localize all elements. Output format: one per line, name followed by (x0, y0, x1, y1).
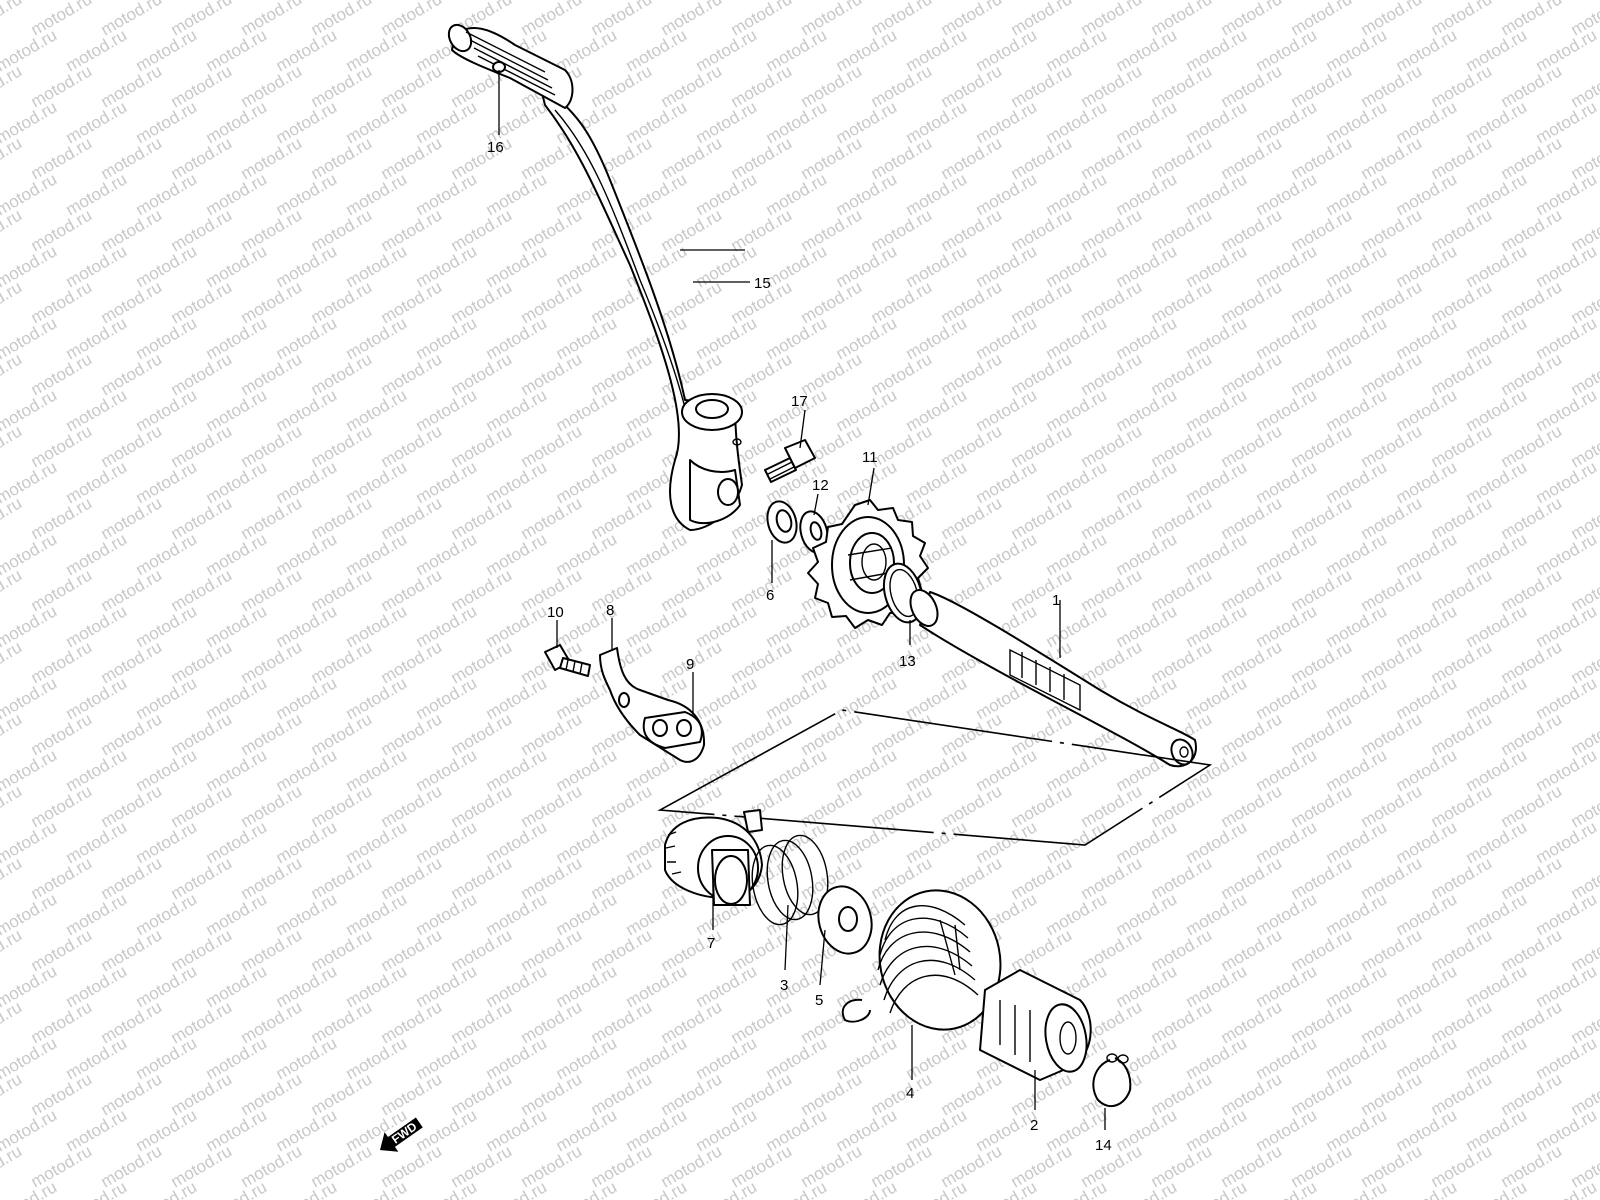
callout-15: 15 (754, 275, 771, 292)
leader-lines (498, 70, 1106, 1130)
callout-7: 7 (707, 935, 715, 952)
callout-4: 4 (906, 1085, 914, 1102)
sleeve-part-2[interactable] (979, 969, 1092, 1081)
callout-12: 12 (812, 477, 829, 494)
callout-9: 9 (686, 656, 694, 673)
bolt-part-17[interactable] (764, 439, 816, 483)
callout-10: 10 (547, 604, 564, 621)
callout-1: 1 (1052, 592, 1060, 609)
callout-2: 2 (1030, 1117, 1038, 1134)
circlip-part-14[interactable] (1092, 1053, 1132, 1108)
bolt-part-10[interactable] (544, 644, 591, 677)
callout-16: 16 (487, 139, 504, 156)
ratchet-part-7[interactable] (664, 809, 763, 906)
fwd-direction-badge: FWD (380, 1117, 423, 1152)
callout-6: 6 (766, 587, 774, 604)
fwd-arrow-icon (380, 1117, 423, 1152)
return-spring-part-4[interactable] (841, 879, 1014, 1041)
spring-part-3[interactable] (746, 832, 833, 928)
callout-labels: 1 2 3 4 5 6 7 8 9 10 11 12 13 14 15 16 1… (487, 139, 1112, 1154)
callout-5: 5 (815, 992, 823, 1009)
callout-13: 13 (899, 653, 916, 670)
kick-lever-part-15[interactable] (539, 84, 743, 531)
assembly-outline (657, 709, 1213, 846)
kick-shaft-part-1[interactable] (905, 586, 1197, 768)
washer-part-5[interactable] (811, 880, 879, 959)
callout-11: 11 (862, 449, 878, 466)
callout-14: 14 (1095, 1137, 1112, 1154)
callout-8: 8 (606, 602, 614, 619)
kick-grip-part-16[interactable] (444, 21, 574, 109)
callout-17: 17 (791, 393, 808, 410)
washer-part-6[interactable] (763, 498, 801, 546)
plate-part-9[interactable] (642, 711, 703, 749)
callout-3: 3 (780, 977, 788, 994)
